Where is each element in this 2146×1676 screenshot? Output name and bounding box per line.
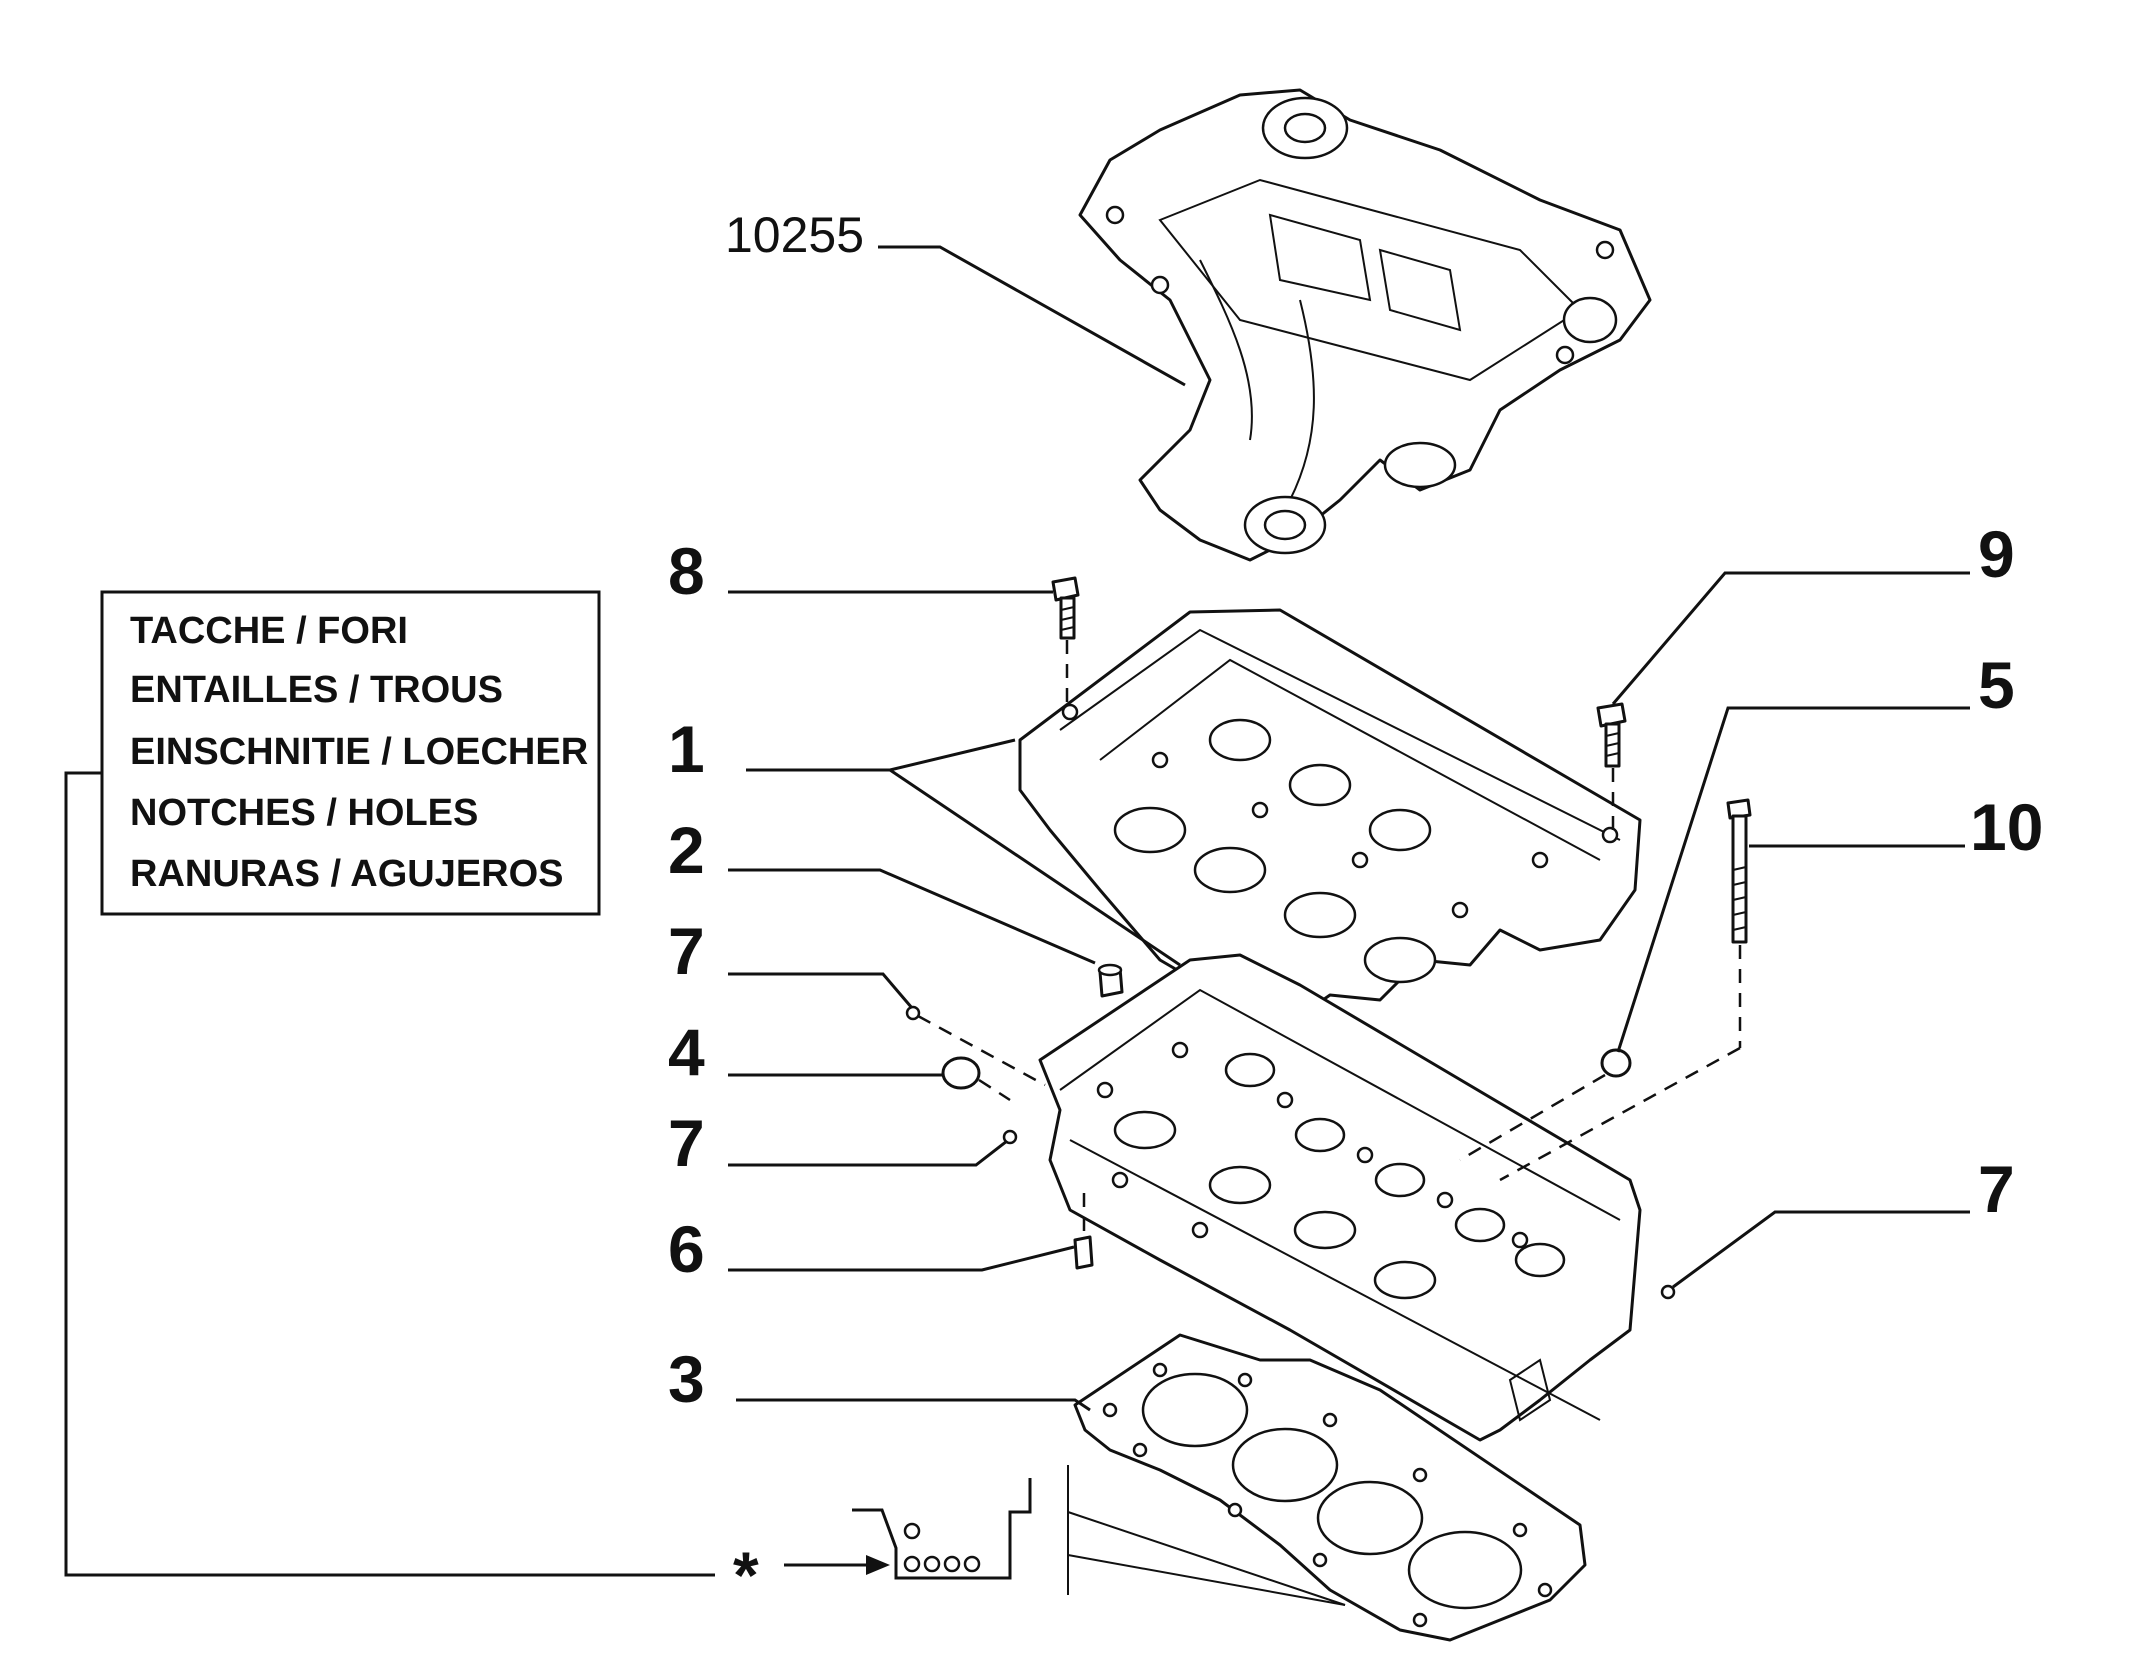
legend-line-2: ENTAILLES / TROUS: [130, 669, 503, 711]
ring-7b-drawing: [1002, 1129, 1018, 1145]
legend-line-5: RANURAS / AGUJEROS: [130, 853, 564, 895]
callout-2: 2: [668, 813, 705, 887]
gasket-section-lines: [1067, 1465, 1346, 1606]
ring-7c-drawing: [1660, 1284, 1676, 1300]
bolt-9-drawing: [1596, 702, 1627, 768]
intake-manifold-drawing: [1078, 88, 1652, 562]
callout-7-upper: 7: [668, 914, 705, 988]
callout-6: 6: [668, 1212, 705, 1286]
asterisk-arrow: [784, 1555, 890, 1575]
camshaft-carrier-drawing: [1018, 608, 1642, 1032]
legend-line-3: EINSCHNITIE / LOECHER: [130, 731, 588, 773]
legend-box: TACCHE / FORI ENTAILLES / TROUS EINSCHNI…: [100, 590, 601, 916]
callout-8: 8: [668, 534, 705, 608]
bolt-10-drawing: [1726, 798, 1752, 944]
cylinder-head-drawing: [1038, 953, 1642, 1442]
leader-lines: [728, 245, 1970, 1412]
dowel-6-drawing: [1073, 1235, 1094, 1270]
callout-9: 9: [1978, 517, 2015, 591]
legend-line-4: NOTCHES / HOLES: [130, 792, 478, 834]
callout-5: 5: [1978, 648, 2015, 722]
callout-10: 10: [1970, 790, 2043, 864]
asterisk-marker: *: [733, 1538, 759, 1612]
plug-2-drawing: [1097, 963, 1124, 998]
callout-7-right: 7: [1978, 1152, 2015, 1226]
callout-7-lower: 7: [668, 1106, 705, 1180]
notch-detail-drawing: [852, 1478, 1032, 1580]
callout-3: 3: [668, 1342, 705, 1416]
cap-5-drawing: [1600, 1048, 1632, 1078]
ring-7a-drawing: [905, 1005, 921, 1021]
alignment-dashes: [917, 640, 1742, 1235]
bolt-8-drawing: [1051, 576, 1080, 640]
callout-4: 4: [668, 1015, 705, 1089]
head-gasket-drawing: [1073, 1333, 1587, 1642]
cap-4-drawing: [941, 1056, 981, 1090]
part-number-label: 10255: [725, 207, 864, 263]
callout-1: 1: [668, 712, 705, 786]
legend-line-1: TACCHE / FORI: [130, 610, 408, 652]
legend-connector-line: [64, 771, 715, 1577]
